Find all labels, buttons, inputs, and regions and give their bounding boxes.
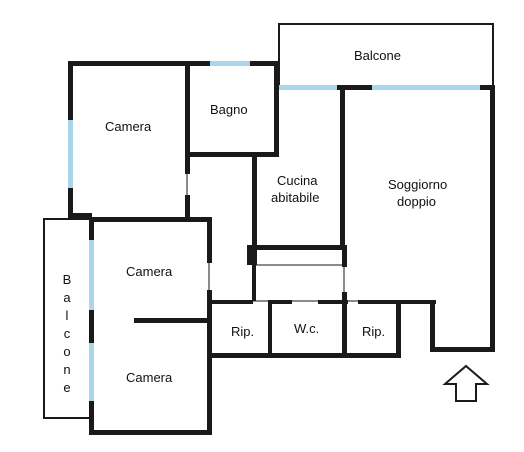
soggiorno-label-line1: Soggiorno xyxy=(388,177,448,192)
balcone-letter: o xyxy=(63,344,71,359)
soggiorno-label-line2: doppio xyxy=(397,194,437,209)
balcone-letter: B xyxy=(62,272,72,287)
camera-bottom-label: Camera xyxy=(126,370,173,385)
rip-right-label: Rip. xyxy=(362,324,386,339)
door-openings xyxy=(186,174,358,302)
balcone-letter: n xyxy=(63,362,71,377)
up-arrow-icon xyxy=(442,364,490,402)
camera-mid-label: Camera xyxy=(126,264,173,279)
balcone-left-label: B a l c o n e xyxy=(60,271,74,397)
balcone-letter: e xyxy=(63,380,71,395)
windows xyxy=(68,61,480,401)
interior-walls xyxy=(134,61,436,358)
balcone-letter: c xyxy=(63,326,71,341)
cucina-label-line2: abitabile xyxy=(271,190,320,205)
bagno-label: Bagno xyxy=(210,102,248,117)
camera-top-label: Camera xyxy=(105,119,152,134)
balcone-top-label: Balcone xyxy=(354,48,401,63)
rip-left-label: Rip. xyxy=(231,324,255,339)
cucina-label-line1: Cucina xyxy=(277,173,318,188)
balcone-letter: a xyxy=(63,290,71,305)
balcone-letter: l xyxy=(65,308,69,323)
wc-label: W.c. xyxy=(294,321,320,336)
